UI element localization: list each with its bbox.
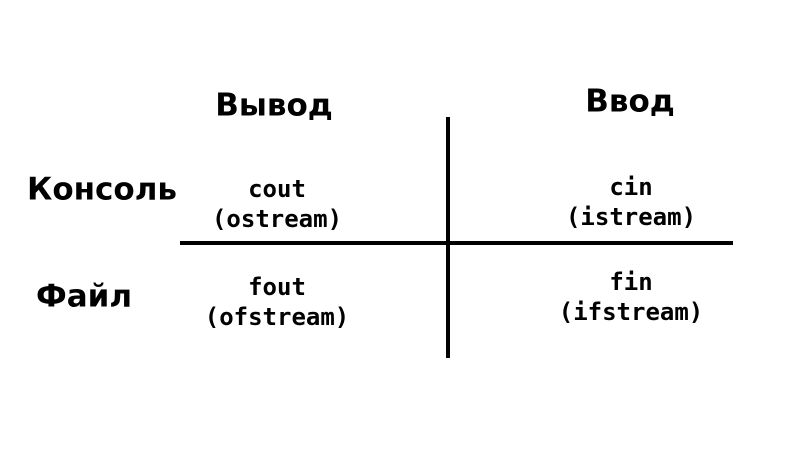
cell-stream-name: fout [248,273,306,301]
vertical-divider [446,117,450,358]
row-label-console: Консоль [26,171,178,208]
cell-stream-name: fin [609,268,653,296]
cell-stream-type: (ifstream) [558,298,704,326]
row-label-file: Файл [35,278,133,315]
column-header-output: Вывод [215,87,333,124]
cell-stream-name: cout [248,175,306,203]
cell-file-input: fin (ifstream) [559,267,704,327]
cell-stream-type: (ofstream) [204,303,350,331]
cell-stream-name: cin [609,173,653,201]
cell-console-output: cout (ostream) [212,174,342,234]
horizontal-divider [180,241,733,245]
cell-stream-type: (ostream) [211,205,343,233]
cell-stream-type: (istream) [565,203,697,231]
column-header-input: Ввод [585,83,675,120]
cell-console-input: cin (istream) [566,172,696,232]
cell-file-output: fout (ofstream) [205,272,350,332]
